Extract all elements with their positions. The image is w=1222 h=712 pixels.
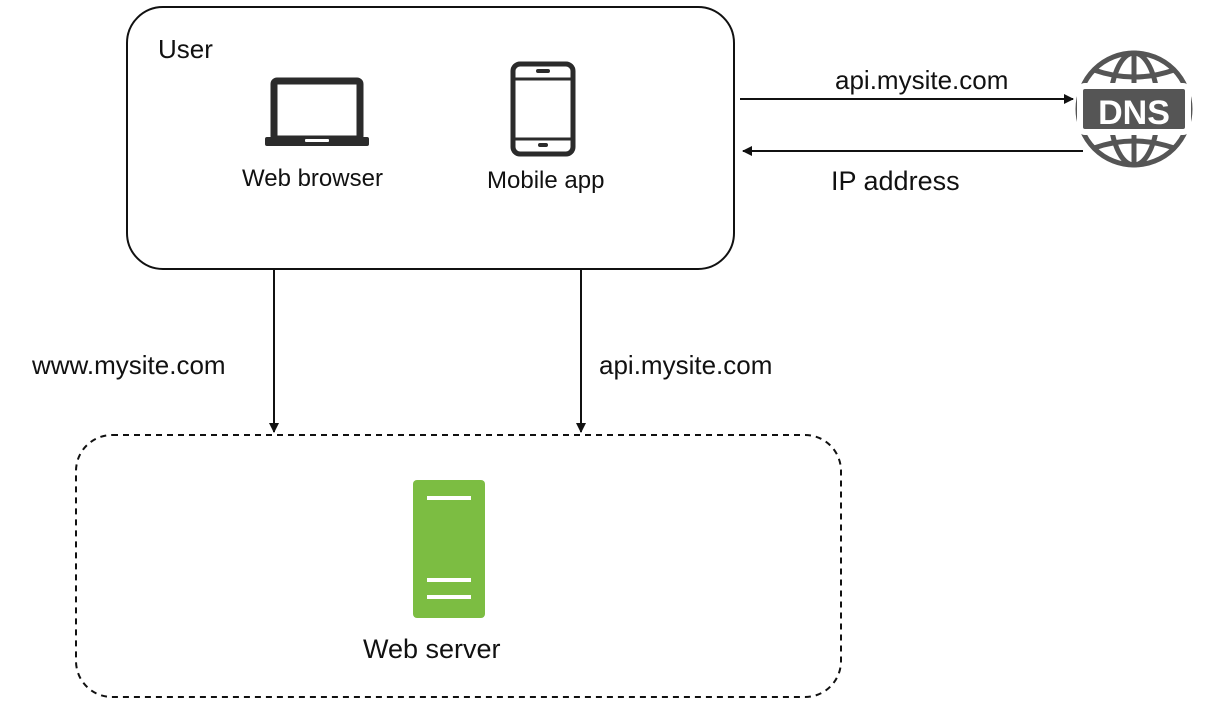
server-container: [75, 434, 842, 698]
user-box-title: User: [158, 34, 213, 64]
laptop-icon: [265, 77, 369, 146]
dns-globe-icon: DNS: [1075, 50, 1193, 168]
api-connection-label: api.mysite.com: [599, 350, 773, 380]
dns-icon-text: DNS: [1098, 94, 1170, 132]
web-connection-label: www.mysite.com: [32, 350, 226, 380]
dns-response-label: IP address: [831, 166, 960, 196]
dns-request-label: api.mysite.com: [835, 65, 1009, 95]
user-container: [126, 6, 735, 270]
smartphone-icon: [510, 61, 576, 157]
web-server-label: Web server: [363, 634, 501, 664]
server-icon: [413, 480, 485, 618]
mobile-app-label: Mobile app: [487, 167, 605, 194]
web-browser-label: Web browser: [242, 165, 383, 192]
